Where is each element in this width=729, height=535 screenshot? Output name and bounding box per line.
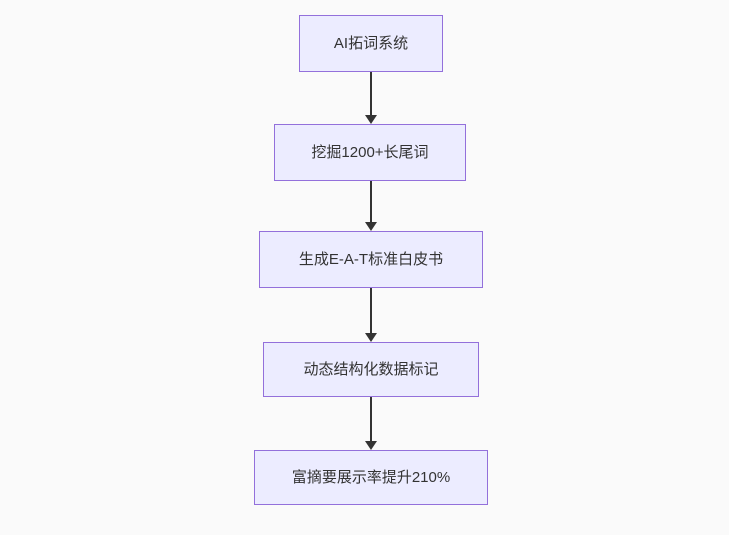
node-label: 挖掘1200+长尾词 xyxy=(311,143,429,161)
arrowhead-down-icon xyxy=(365,222,377,231)
node-label: AI拓词系统 xyxy=(333,34,409,52)
flowchart-node-generate-eat-whitepaper: 生成E-A-T标准白皮书 xyxy=(259,231,483,288)
node-label: 生成E-A-T标准白皮书 xyxy=(298,250,444,268)
edge-arrow-b-to-c xyxy=(365,181,377,231)
arrowhead-down-icon xyxy=(365,441,377,450)
node-label: 动态结构化数据标记 xyxy=(303,360,439,378)
arrowhead-down-icon xyxy=(365,115,377,124)
node-label: 富摘要展示率提升210% xyxy=(291,468,451,486)
flowchart-node-mine-longtail-keywords: 挖掘1200+长尾词 xyxy=(274,124,466,181)
edge-arrow-d-to-e xyxy=(365,397,377,450)
edge-arrow-a-to-b xyxy=(365,72,377,124)
flowchart-node-dynamic-structured-data-markup: 动态结构化数据标记 xyxy=(263,342,479,397)
edge-arrow-c-to-d xyxy=(365,288,377,342)
edge-line xyxy=(370,72,372,115)
flowchart-node-ai-word-expansion-system: AI拓词系统 xyxy=(299,15,443,72)
flowchart-node-rich-snippet-rate-increase: 富摘要展示率提升210% xyxy=(254,450,488,505)
edge-line xyxy=(370,181,372,222)
edge-line xyxy=(370,397,372,441)
arrowhead-down-icon xyxy=(365,333,377,342)
edge-line xyxy=(370,288,372,333)
